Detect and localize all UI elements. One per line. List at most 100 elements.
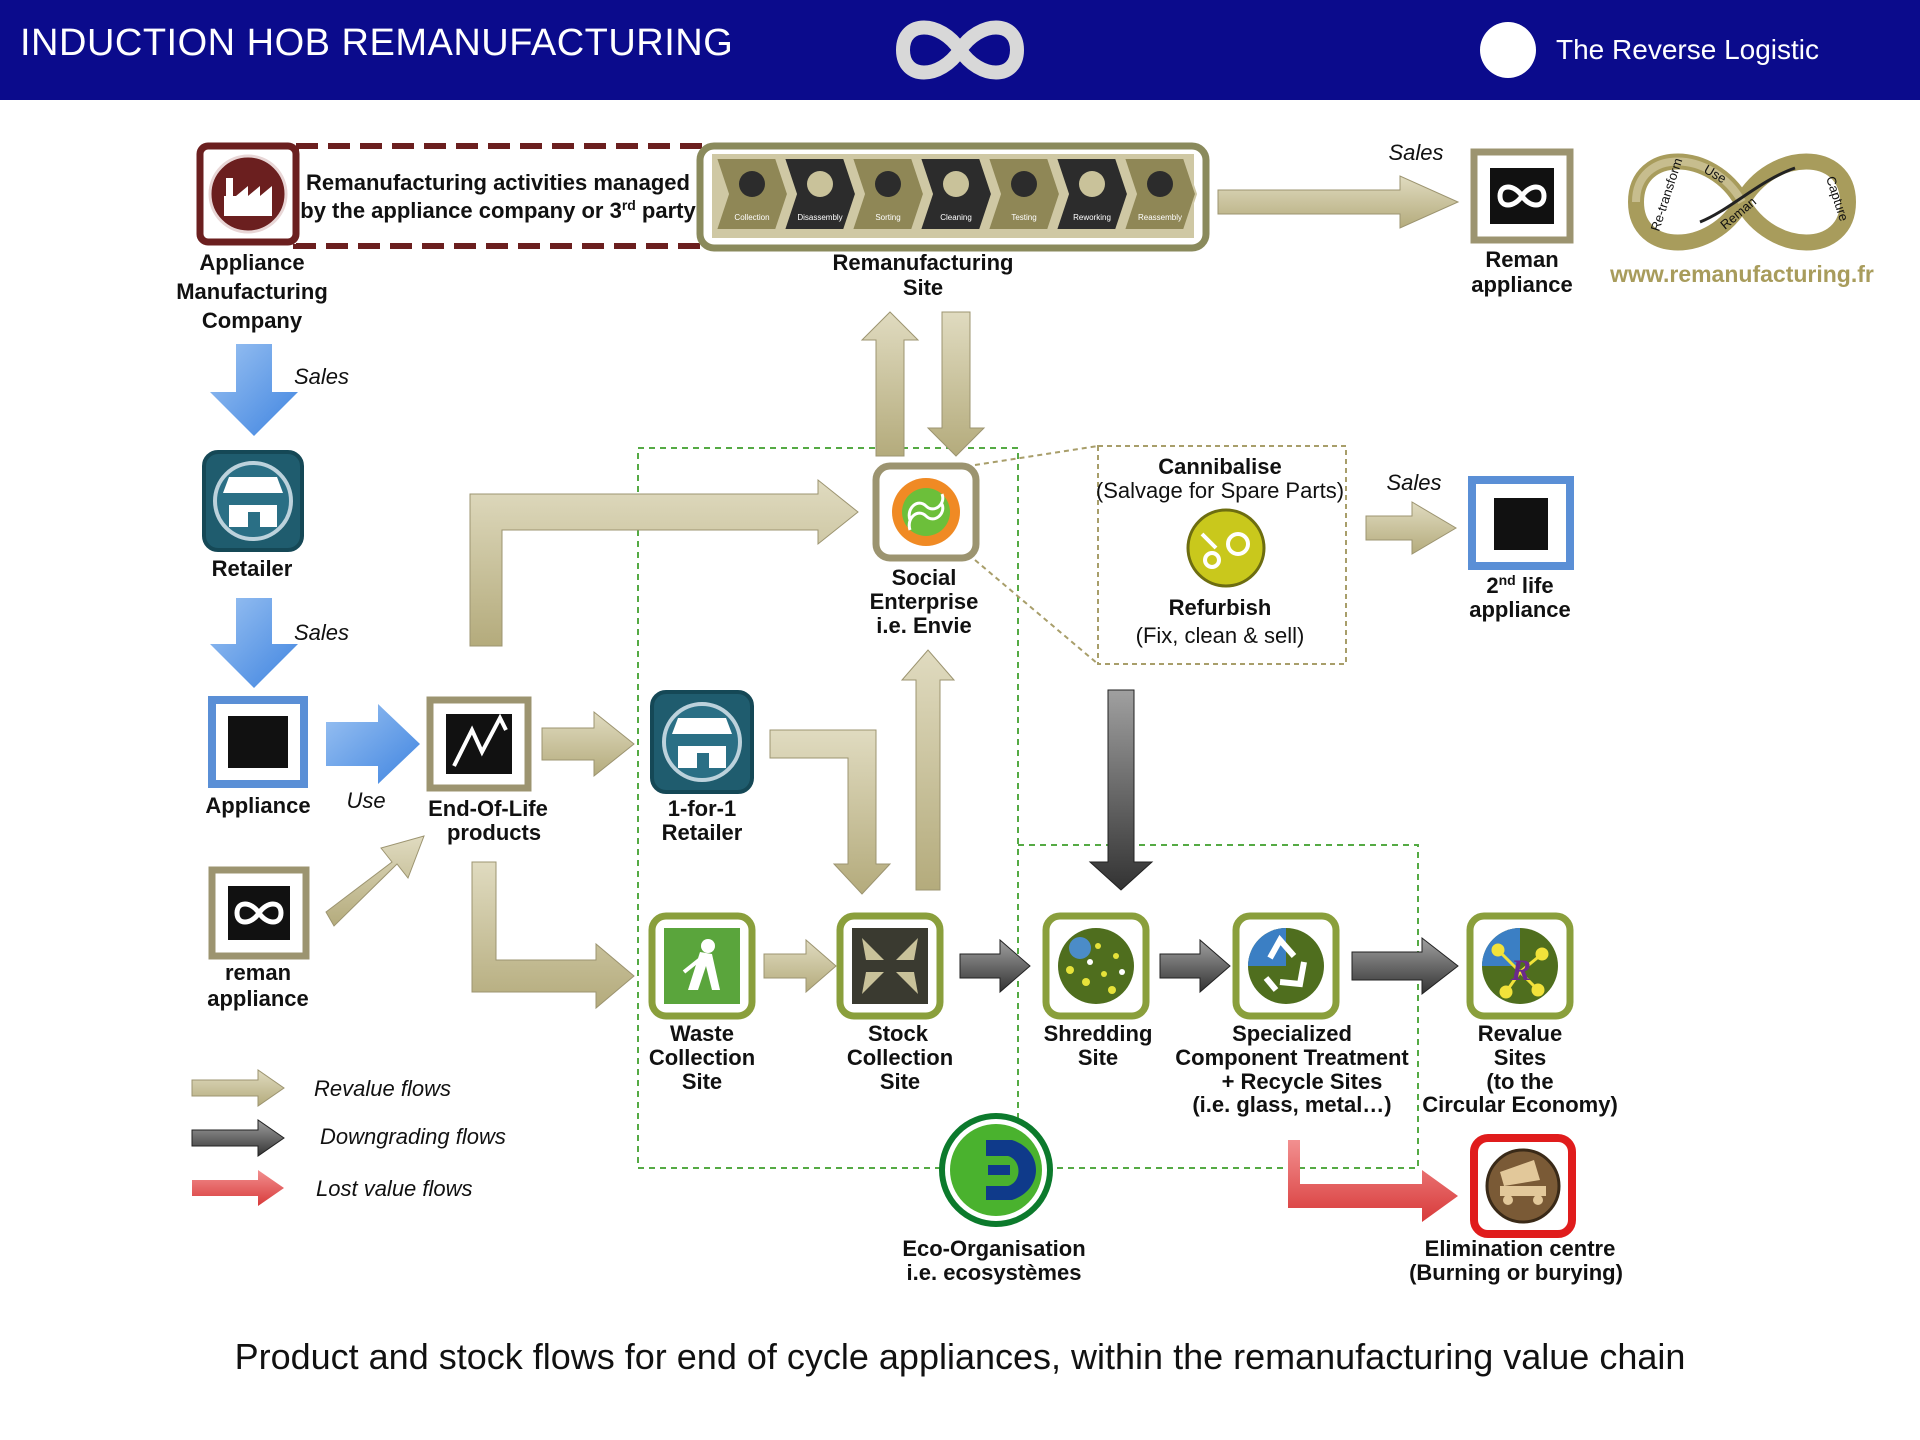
specialized-label-2: Component Treatment [1175,1045,1409,1070]
retailer-node [202,450,304,552]
managed-activities-dashed-box [293,143,707,249]
sales-arrow-to-2nd-life [1365,501,1457,555]
shred-particles-icon [1066,943,1119,994]
reman-appliance-label-2: appliance [1471,272,1572,297]
process-step-label: Testing [1011,213,1036,222]
social-enterprise-node [872,462,980,562]
refurbish-label: Refurbish [1169,595,1272,620]
recycling-dashed-zone [1018,844,1419,1169]
appliance-manufacturing-company-node [196,142,300,246]
header-bar: INDUCTION HOB REMANUFACTURING The Revers… [0,0,1920,100]
factory-icon [224,178,272,216]
social-label-3: i.e. Envie [876,613,971,638]
reman-left-label-2: appliance [207,986,308,1011]
process-step: Disassembly [782,157,858,231]
process-step-label: Sorting [875,213,900,222]
remanufacturing-logo: Re-transform Use Reman Capture [1627,153,1857,251]
end-of-life-node [426,696,532,792]
onefor1-label-2: Retailer [662,820,743,845]
reman-site-to-social-arrow [926,311,986,457]
broken-signal-icon [452,713,508,767]
header-subtitle: The Reverse Logistic [1556,34,1820,65]
appliance-label: Appliance [205,793,310,818]
shredding-node [1042,912,1150,1020]
infinity-logo-icon [895,20,1025,80]
revalue-label-4: Circular Economy) [1422,1092,1618,1117]
elimination-label-1: Elimination centre [1425,1236,1616,1261]
social-label-1: Social [892,565,957,590]
worker-icon [943,171,969,197]
remanufacturing-site-label-1: Remanufacturing [833,250,1014,275]
infinity-icon [234,901,284,925]
specialized-label-3: + Recycle Sites [1222,1069,1383,1094]
stock-label-3: Site [880,1069,920,1094]
process-step-label: Collection [734,213,769,222]
appliance-node [208,696,308,788]
stock-to-shredding-arrow [959,938,1031,994]
process-step: Collection [714,157,790,231]
worker-icon [1079,171,1105,197]
revalue-label-1: Revalue [1478,1021,1562,1046]
sales-label-top: Sales [1388,140,1443,165]
eco-organisation-node [939,1113,1053,1227]
one-for-one-retailer-node [650,690,754,794]
social-to-reman-site-arrow [860,311,920,457]
sales-label-1: Sales [294,364,349,389]
sales-arrow-to-reman [1217,175,1460,229]
reman-appliance-node [1470,148,1574,244]
process-step: Testing [986,157,1062,231]
website-label: www.remanufacturing.fr [1609,261,1874,287]
store-icon [672,718,732,768]
shredding-to-specialized-arrow [1159,938,1231,994]
sales-label-3: Sales [1386,470,1441,495]
revalue-label-2: Sites [1494,1045,1547,1070]
specialized-label-1: Specialized [1232,1021,1352,1046]
waste-worker-icon [682,939,720,990]
infinity-icon [1497,184,1547,208]
specialized-treatment-node [1232,912,1340,1020]
network-icon [1491,943,1549,999]
onefor1-label-1: 1-for-1 [668,796,736,821]
eol-label-2: products [447,820,541,845]
process-step: Reassembly [1122,157,1198,231]
legend-lost-label: Lost value flows [316,1176,473,1201]
stock-label-2: Collection [847,1045,953,1070]
recycle-icon [1263,934,1307,992]
process-step-label: Disassembly [797,213,842,222]
process-step: Reworking [1054,157,1130,231]
sales-label-2: Sales [294,620,349,645]
company-label-1: Appliance [199,250,304,275]
eol-to-waste-arrow [471,861,635,1010]
waste-to-stock-arrow [763,938,837,994]
store-icon [223,477,283,527]
specialized-to-elimination-arrow [1288,1140,1458,1222]
worker-icon [739,171,765,197]
specialized-to-revalue-arrow [1351,936,1459,996]
worker-icon [1011,171,1037,197]
retailer-label: Retailer [212,556,293,581]
social-label-2: Enterprise [870,589,979,614]
cannibalise-box [1097,445,1347,665]
legend-revalue-label: Revalue flows [314,1076,451,1101]
waste-label-3: Site [682,1069,722,1094]
ecosystemes-logo-icon [986,1140,1036,1200]
reman-appliance-label-1: Reman [1485,247,1558,272]
waste-label-2: Collection [649,1045,755,1070]
process-step-label: Cleaning [940,213,972,222]
legend: Revalue flows Downgrading flows Lost val… [191,1069,506,1206]
company-label-3: Company [202,308,303,333]
process-step: Cleaning [918,157,994,231]
reman-appliance-left-node [208,866,310,960]
eco-label-1: Eco-Organisation [902,1236,1085,1261]
header-circle-icon [1480,22,1536,78]
eco-label-2: i.e. ecosystèmes [907,1260,1082,1285]
waste-label-1: Waste [670,1021,734,1046]
legend-revalue-arrow [191,1069,285,1107]
fix-label: (Fix, clean & sell) [1136,623,1305,648]
revalue-label-3: (to the [1486,1069,1553,1094]
refurbish-node [1186,508,1266,588]
company-label-2: Manufacturing [176,279,328,304]
legend-downgrading-arrow [191,1119,285,1157]
second-life-label-2: appliance [1469,597,1570,622]
